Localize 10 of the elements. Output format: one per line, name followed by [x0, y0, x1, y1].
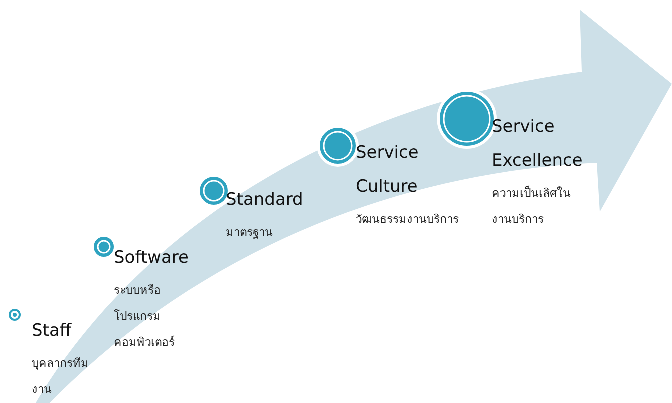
step-description: ระบบหรือโปรแกรมคอมพิวเตอร์: [114, 282, 176, 351]
step-title: Staff: [32, 320, 72, 343]
step-description: บุคลากรทีมงาน: [32, 355, 90, 398]
step-description: วัฒนธรรมงานบริการ: [356, 211, 460, 228]
step-title: Service Excellence: [492, 116, 584, 173]
step-description: มาตรฐาน: [226, 224, 274, 241]
step-description: ความเป็นเลิศในงานบริการ: [492, 184, 572, 228]
step-title: Software: [114, 247, 189, 270]
step-title: Service Culture: [356, 142, 420, 199]
step-title: Standard: [226, 189, 304, 212]
